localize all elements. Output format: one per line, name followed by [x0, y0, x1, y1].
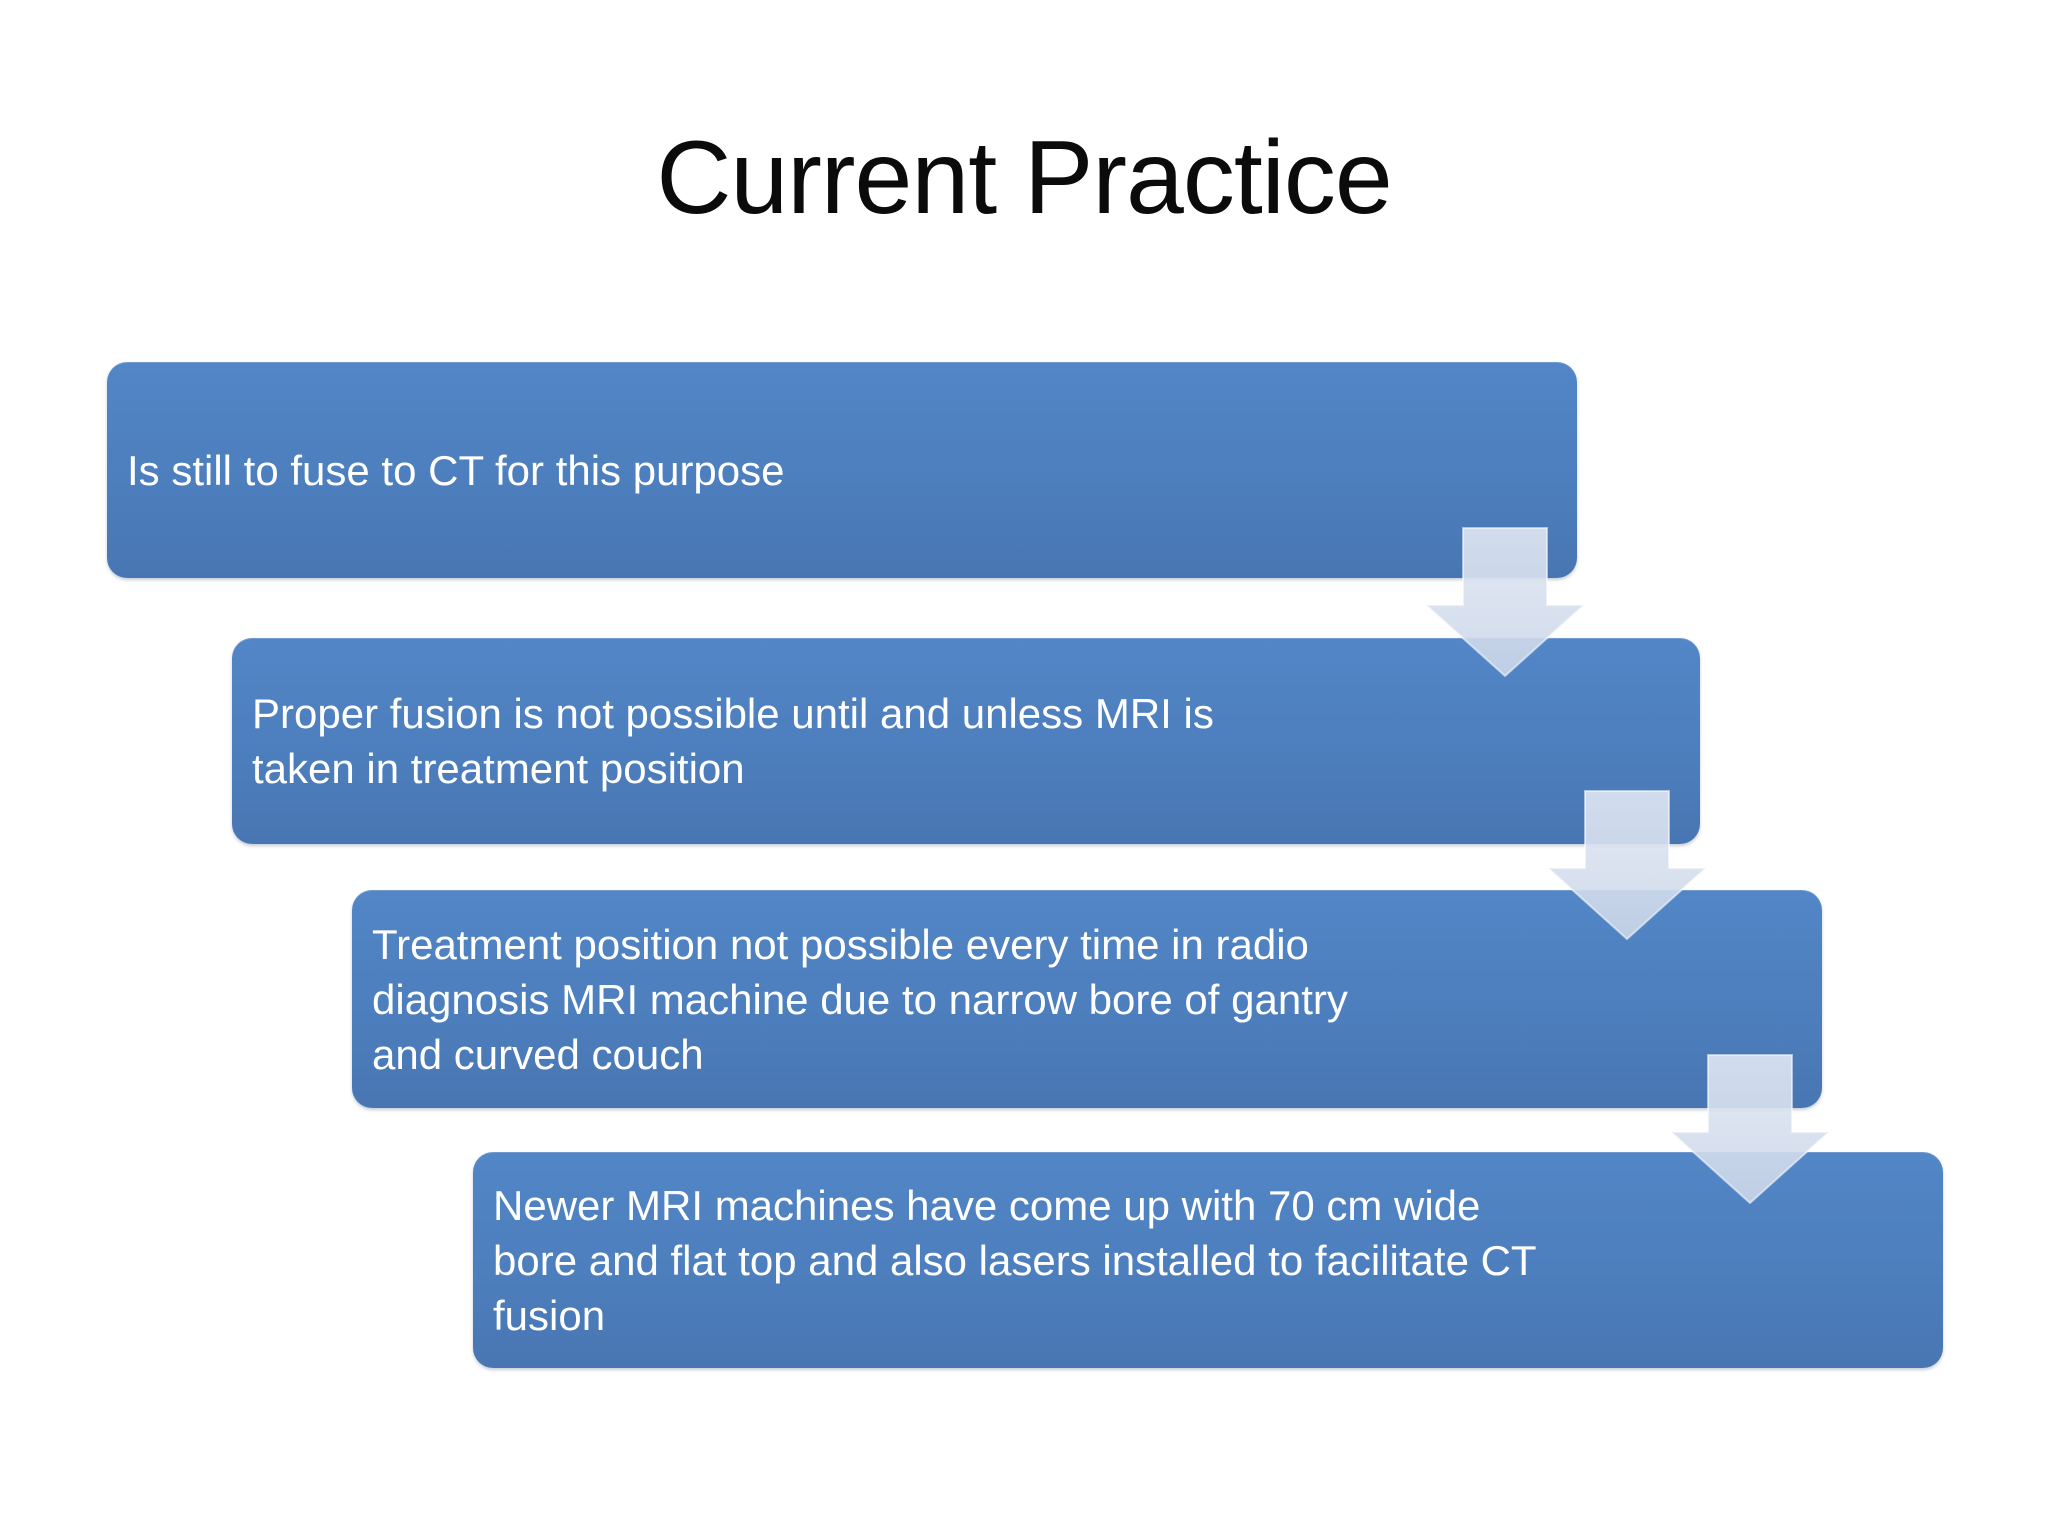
- text-line: bore and flat top and also lasers instal…: [493, 1236, 1537, 1284]
- slide-title: Current Practice: [656, 120, 1392, 236]
- text-line: diagnosis MRI machine due to narrow bore…: [372, 975, 1348, 1023]
- process-step-4: Newer MRI machines have come up with 70 …: [473, 1152, 1943, 1368]
- text-line: fusion: [493, 1291, 606, 1339]
- text-line: Treatment position not possible every ti…: [372, 920, 1309, 968]
- process-step-1-text: Is still to fuse to CT for this purpose: [127, 443, 785, 498]
- text-line: taken in treatment position: [252, 745, 745, 792]
- text-line: Proper fusion is not possible until and …: [252, 690, 1214, 737]
- process-step-3-text: Treatment position not possible every ti…: [372, 917, 1348, 1082]
- text-line: Newer MRI machines have come up with 70 …: [493, 1181, 1481, 1229]
- down-arrow-icon: [1425, 527, 1585, 677]
- down-arrow-icon: [1670, 1054, 1830, 1204]
- text-line: and curved couch: [372, 1030, 704, 1078]
- process-step-3: Treatment position not possible every ti…: [352, 890, 1822, 1108]
- process-step-1: Is still to fuse to CT for this purpose: [107, 362, 1577, 578]
- process-step-2-text: Proper fusion is not possible until and …: [252, 686, 1214, 796]
- text-line: Is still to fuse to CT for this purpose: [127, 446, 785, 494]
- down-arrow-icon: [1547, 790, 1707, 940]
- process-step-2: Proper fusion is not possible until and …: [232, 638, 1700, 844]
- process-step-4-text: Newer MRI machines have come up with 70 …: [493, 1178, 1537, 1343]
